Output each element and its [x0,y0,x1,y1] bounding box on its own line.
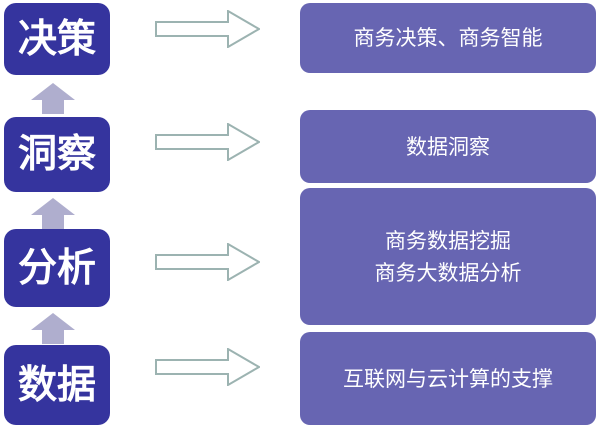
right-arrow-shape [155,10,260,48]
stage-box-data: 数据 [4,345,110,425]
up-arrow-icon [31,198,75,229]
up-arrow-icon [31,83,75,114]
detail-text: 数据洞察 [406,134,490,159]
up-arrow-shape [31,198,75,229]
right-arrow-shape [155,243,260,281]
right-arrow-icon [155,123,260,161]
detail-text: 商务数据挖掘 [385,228,511,253]
right-arrow-shape [155,348,260,386]
right-arrow-icon [155,10,260,48]
detail-box-data: 互联网与云计算的支撑 [300,332,596,425]
up-arrow-shape [31,83,75,114]
stage-label-decision: 决策 [17,16,96,62]
stage-box-analysis: 分析 [4,229,110,307]
detail-box-analysis: 商务数据挖掘 商务大数据分析 [300,188,596,325]
detail-box-insight: 数据洞察 [300,110,596,183]
right-arrow-shape [155,123,260,161]
up-arrow-shape [31,313,75,344]
detail-text: 商务决策、商务智能 [353,26,543,50]
stage-label-insight: 洞察 [17,132,96,177]
detail-text: 商务大数据分析 [374,260,522,285]
detail-text: 互联网与云计算的支撑 [343,366,553,391]
stage-label-analysis: 分析 [17,245,96,291]
up-arrow-icon [31,313,75,344]
stage-box-insight: 洞察 [4,117,110,192]
stage-box-decision: 决策 [4,3,110,75]
right-arrow-icon [155,243,260,281]
detail-box-decision: 商务决策、商务智能 [300,3,596,73]
stage-label-data: 数据 [17,362,96,408]
right-arrow-icon [155,348,260,386]
